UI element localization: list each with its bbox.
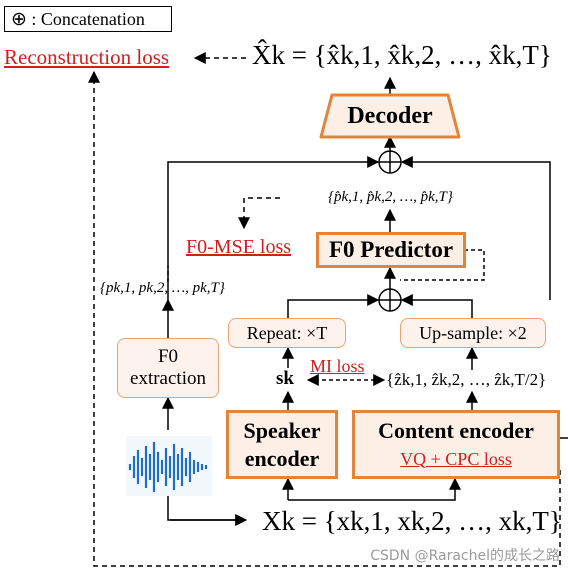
vq-cpc-loss-label: VQ + CPC loss <box>400 448 512 469</box>
predicted-pitch-formula: {p̂k,1, p̂k,2, …, p̂k,T} <box>328 189 453 205</box>
f0-extraction-box: F0 extraction <box>117 338 219 398</box>
content-codes-formula: {ẑk,1, ẑk,2, …, ẑk,T/2} <box>386 370 547 389</box>
concatenation-legend: ⊕ : Concatenation <box>4 6 172 32</box>
predictor-dash-loop <box>400 249 485 281</box>
pitch-to-concat-line <box>167 156 380 300</box>
upsample-to-concat-line <box>400 156 551 300</box>
pitch-sequence-formula: {pk,1, pk,2, …, pk,T} <box>100 280 225 296</box>
legend-text: : Concatenation <box>31 9 145 29</box>
x-to-content-arrow <box>288 477 461 501</box>
phat-to-mse-arrow <box>238 197 280 230</box>
decoder-shape <box>319 93 461 139</box>
watermark-text: CSDN @Rarachel的成长之路 <box>370 548 560 564</box>
waveform-icon <box>126 436 212 496</box>
repeat-to-concat-arrow <box>287 294 380 318</box>
upsample-to-concat-arrow <box>400 294 473 318</box>
f0-predictor-box: F0 Predictor <box>316 232 466 268</box>
mi-loss-label: MI loss <box>310 356 365 376</box>
reconstruction-loss-label: Reconstruction loss <box>4 45 170 69</box>
upsample-box: Up-sample: ×2 <box>400 318 546 348</box>
f0-mse-loss-label: F0-MSE loss <box>186 236 292 258</box>
repeat-box: Repeat: ×T <box>228 318 346 348</box>
speaker-encoder-box: Speaker encoder <box>226 410 338 479</box>
speaker-embedding-label: sk <box>276 368 294 389</box>
decoder-label: Decoder <box>347 102 433 129</box>
concatenation-icon: ⊕ <box>11 9 27 30</box>
loss-feedback-dash <box>88 70 561 567</box>
reconstructed-output-formula: X̂k = {x̂k,1, x̂k,2, …, x̂k,T} <box>252 40 552 70</box>
content-encoder-box: Content encoder VQ + CPC loss <box>352 410 560 479</box>
input-speech-formula: Xk = {xk,1, xk,2, …, xk,T} <box>262 506 562 536</box>
